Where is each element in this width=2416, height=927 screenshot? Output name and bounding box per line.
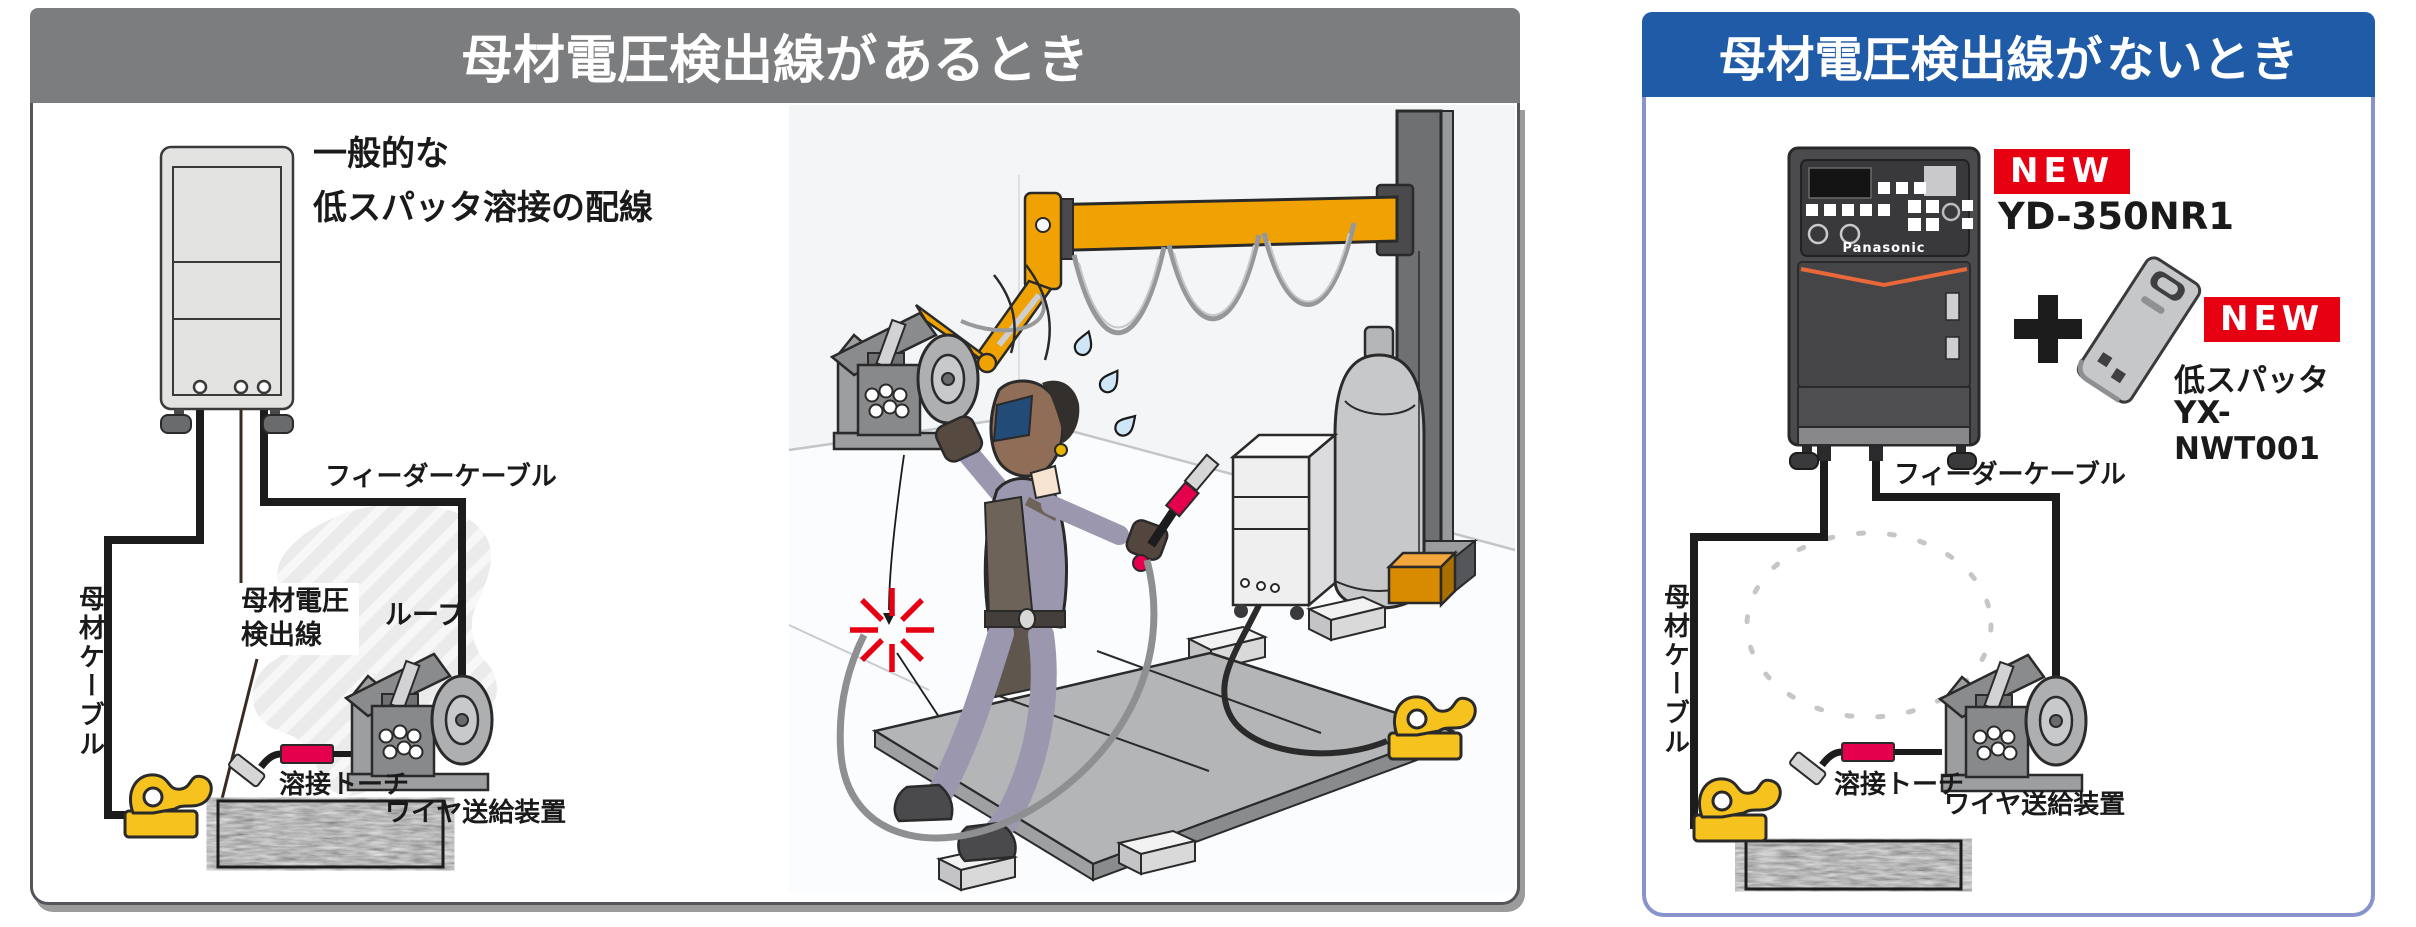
accessory-name: 低スパッタ	[2174, 363, 2329, 399]
caster	[1789, 445, 1977, 470]
feeder-cable	[260, 392, 466, 678]
label-wire-feeder: ワイヤ送給装置	[1944, 790, 2126, 820]
right-panel: 母材電圧検出線が ないとき	[1642, 12, 2375, 917]
left-title-emphasis: あるとき	[881, 31, 1090, 91]
workpiece-plate	[1744, 839, 1963, 891]
label-voltage-detection-line2: 検出線	[241, 619, 322, 651]
new-badge-accessory: NEW	[2204, 297, 2341, 342]
welding-torch-illustration	[1789, 742, 1942, 786]
right-panel-header: 母材電圧検出線が ないとき	[1642, 12, 2375, 97]
accessory-device-illustration	[2076, 256, 2202, 404]
generic-power-source-illustration	[159, 145, 295, 434]
right-diagram	[1690, 146, 2202, 891]
counterweight	[1385, 251, 1459, 609]
worksite-scene	[788, 105, 1516, 893]
power-source-illustration	[1787, 146, 1981, 470]
label-loop: ループ	[385, 600, 465, 631]
workpiece-plate	[216, 799, 445, 869]
right-panel-body: NEW YD-350NR1 NEW 低スパッタ YX-NWT001 Panaso…	[1642, 97, 2375, 917]
new-badge-power-source: NEW	[1994, 149, 2131, 194]
left-caption-line2: 低スパッタ溶接の配線	[313, 188, 653, 229]
scene-ground-clamp	[1387, 695, 1477, 761]
motion-arc	[993, 274, 1016, 354]
scene-ground-cable	[1221, 603, 1389, 757]
right-title-prefix: 母材電圧検出線が	[1718, 31, 2103, 88]
label-welding-torch: 溶接トーチ	[279, 770, 410, 800]
sweat-drops	[1073, 329, 1137, 437]
label-voltage-detection-line: 母材電圧 検出線	[239, 583, 359, 655]
power-source-model: YD-350NR1	[1998, 195, 2234, 238]
ground-clamp	[1692, 777, 1782, 843]
motion-arc	[1025, 264, 1051, 361]
label-feeder-cable: フィーダーケーブル	[325, 462, 557, 492]
spark-burst	[850, 588, 934, 672]
left-caption: 一般的な 低スパッタ溶接の配線	[313, 127, 653, 236]
control-cabinet	[1229, 432, 1339, 620]
left-panel-header: 母材電圧検出線が あるとき	[30, 8, 1520, 103]
voltage-detection-line	[219, 392, 259, 804]
left-caption-line1: 一般的な	[313, 134, 449, 174]
brand-logo: Panasonic	[1842, 241, 1926, 256]
label-feeder-cable: フィーダーケーブル	[1894, 460, 2126, 490]
label-base-metal-cable: 母材ケーブル	[1659, 583, 1690, 757]
accessory-model: YX-NWT001	[2174, 395, 2320, 467]
torch-cable-loop	[836, 559, 1158, 842]
ground-clamp	[123, 773, 213, 839]
no-loop-dashed-ellipse	[1744, 530, 1994, 720]
left-title-prefix: 母材電圧検出線が	[460, 31, 877, 91]
label-wire-feeder: ワイヤ送給装置	[385, 798, 567, 828]
left-panel: 母材電圧検出線が あるとき	[30, 8, 1520, 905]
plus-icon	[2014, 295, 2082, 363]
jib-crane-boom	[1023, 183, 1415, 336]
feeder-cable	[1872, 457, 2060, 681]
label-voltage-detection-line1: 母材電圧	[241, 586, 349, 617]
label-welding-torch: 溶接トーチ	[1834, 770, 1965, 800]
left-panel-body: 一般的な 低スパッタ溶接の配線 フィーダーケーブル 母材ケーブル 母材電圧 検出…	[30, 103, 1520, 905]
right-title-emphasis: ないとき	[2106, 31, 2299, 88]
left-diagram	[104, 105, 1516, 893]
label-base-metal-cable: 母材ケーブル	[74, 585, 105, 759]
base-metal-cable	[104, 392, 204, 819]
